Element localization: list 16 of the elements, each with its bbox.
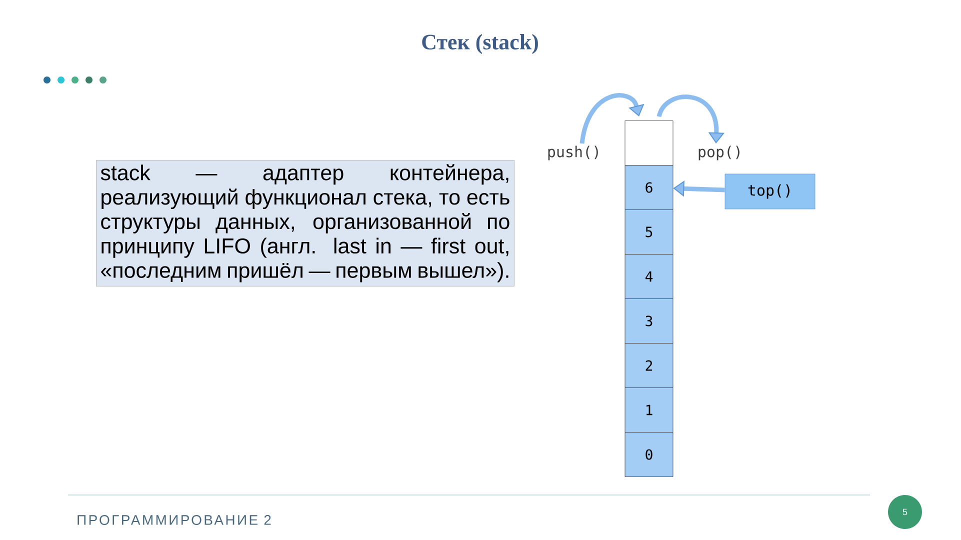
arrow <box>580 93 644 144</box>
footer-text: ПРОГРАММИРОВАНИЕ 2 <box>78 515 271 525</box>
stack-cell: 0 <box>624 432 674 477</box>
title: Стек (stack) <box>422 34 538 54</box>
stack-cell: 6 <box>624 165 674 210</box>
definition-box: stack — адаптер контейнера, реализующий функционал стека, то есть структуры данных, организованной по принципу LIFO (англ. last in — first out, «последним пришёл — первым вышел»). <box>96 160 514 286</box>
empty-stack-cell <box>624 120 674 166</box>
function-label: push() <box>548 146 598 160</box>
stack-cell: 3 <box>624 298 674 344</box>
stack-cell: 5 <box>624 210 674 254</box>
function-label: pop() <box>698 146 740 160</box>
stack-cell: 1 <box>624 388 674 432</box>
function-box: top() <box>724 174 816 210</box>
stack-cell: 2 <box>624 343 674 388</box>
page-number: 5 <box>888 495 922 529</box>
stack-cell: 4 <box>624 254 674 299</box>
